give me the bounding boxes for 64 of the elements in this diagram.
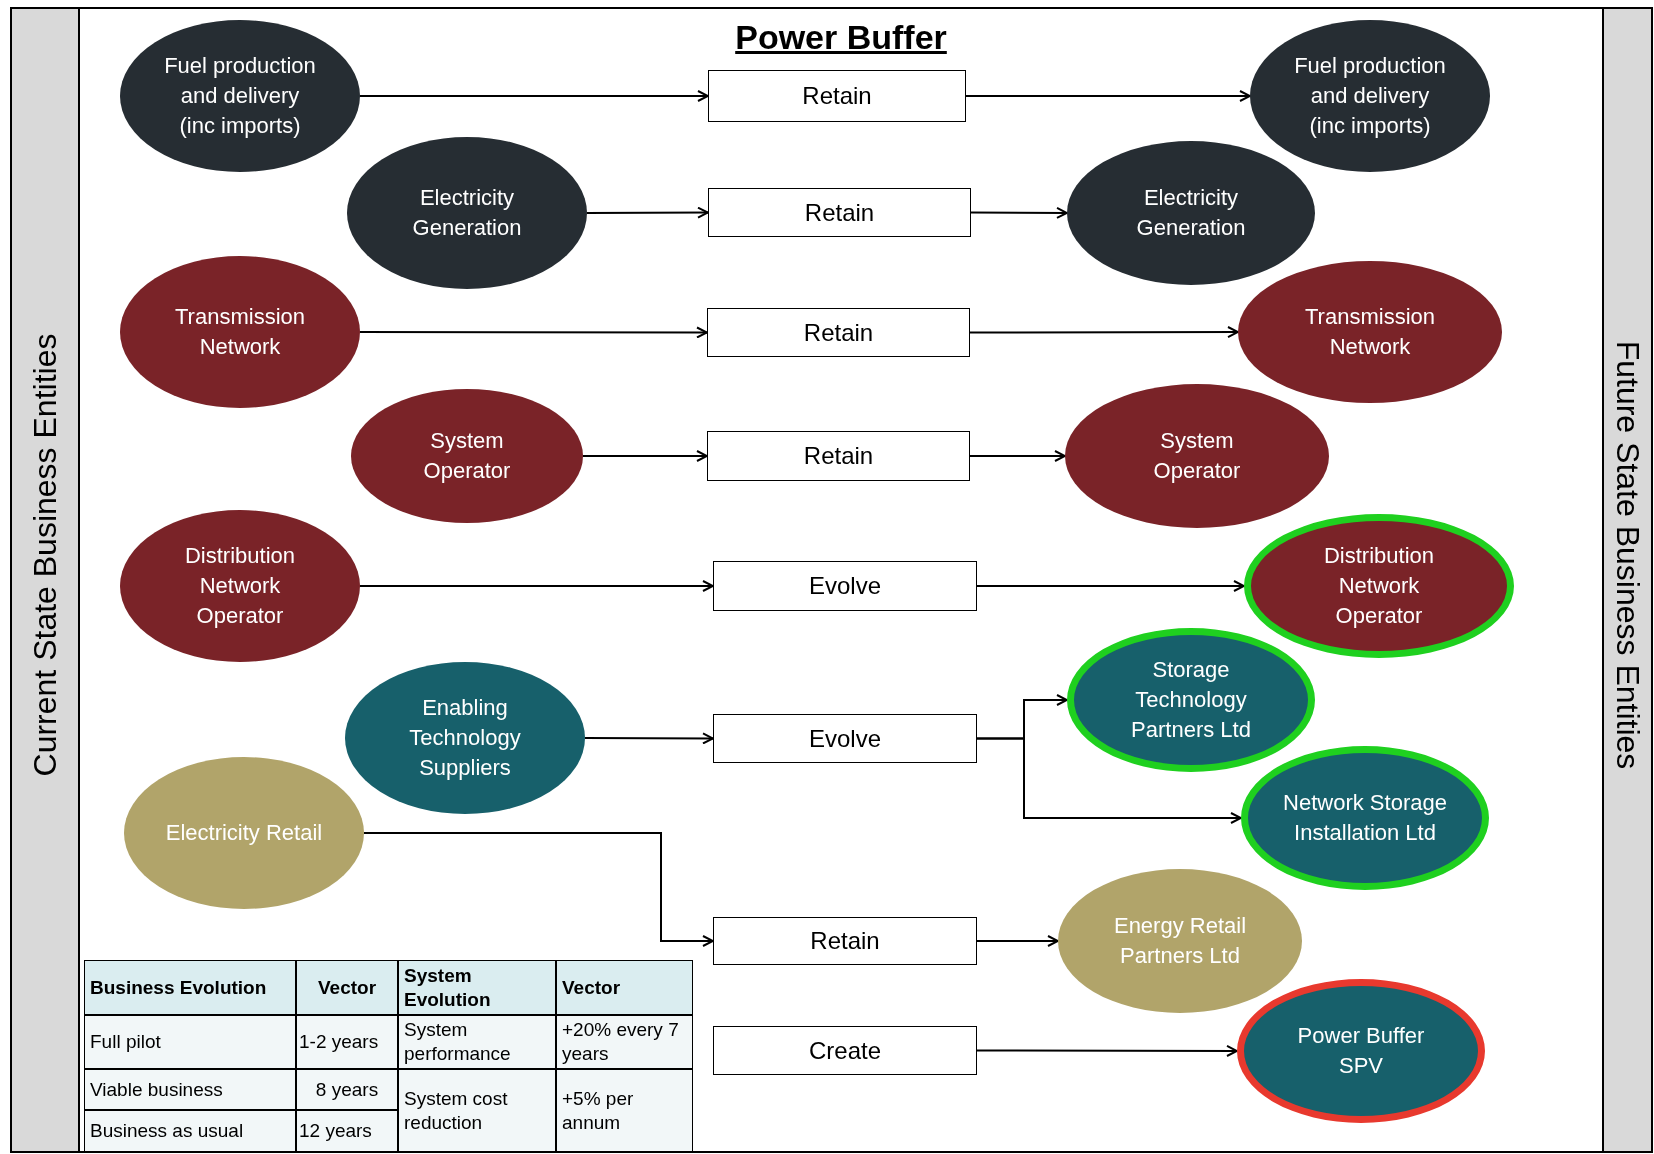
arrow xyxy=(969,450,1066,462)
side-panel-label: Current State Business Entities xyxy=(26,332,64,779)
table-header-cell: System Evolution xyxy=(398,960,556,1015)
action-box xyxy=(713,561,977,611)
node-label: Fuel production and delivery (inc imports) xyxy=(1293,52,1447,140)
arrow xyxy=(965,90,1251,102)
node-label: Transmission Network xyxy=(1304,303,1436,361)
node-label: Energy Retail Partners Ltd xyxy=(1112,912,1248,970)
action-box xyxy=(708,188,971,237)
node-label: System Operator xyxy=(1152,427,1242,485)
action-box xyxy=(707,308,970,357)
table-header-cell: Vector xyxy=(556,960,693,1015)
arrow xyxy=(976,580,1245,592)
table-header-cell: Vector xyxy=(296,960,398,1015)
node-label: Distribution Network Operator xyxy=(183,542,296,630)
arrow xyxy=(582,450,708,462)
node-label: Retain xyxy=(810,926,880,956)
side-panel-label: Future State Business Entities xyxy=(1609,339,1647,772)
arrow xyxy=(969,326,1239,338)
node-label: Distribution Network Operator xyxy=(1322,542,1435,630)
arrow xyxy=(586,206,709,219)
table-header-cell: Business Evolution xyxy=(84,960,296,1015)
node-label: Electricity Retail xyxy=(165,819,323,847)
table-cell: Viable business xyxy=(84,1069,296,1110)
arrow xyxy=(363,832,714,947)
arrow xyxy=(976,1045,1238,1057)
node-label: Retain xyxy=(804,197,875,228)
node-label: Network Storage Installation Ltd xyxy=(1282,789,1448,847)
table-cell: +20% every 7 years xyxy=(556,1015,693,1069)
action-box xyxy=(713,714,977,763)
node-label: Transmission Network xyxy=(174,303,306,361)
node-label: Retain xyxy=(802,81,872,111)
table-cell: 8 years xyxy=(296,1069,398,1110)
node-label: Retain xyxy=(803,317,874,348)
arrow xyxy=(359,580,714,592)
table-cell: Business as usual xyxy=(84,1110,296,1152)
table-cell: 12 years xyxy=(296,1110,398,1152)
table-cell: 1-2 years xyxy=(296,1015,398,1069)
arrow xyxy=(359,90,709,102)
diagram-title: Power Buffer xyxy=(734,18,948,57)
node-label: Fuel production and delivery (inc imports) xyxy=(163,52,317,140)
arrow xyxy=(976,935,1059,947)
node-label: Electricity Generation xyxy=(1135,184,1247,242)
arrow xyxy=(584,732,714,745)
node-label: Power Buffer SPV xyxy=(1296,1022,1426,1080)
action-box xyxy=(708,70,966,122)
node-label: Retain xyxy=(803,441,874,471)
arrow xyxy=(359,326,708,339)
action-box xyxy=(713,1026,977,1075)
table-cell: System cost reduction xyxy=(398,1069,556,1152)
action-box xyxy=(707,431,970,481)
table-cell: Full pilot xyxy=(84,1015,296,1069)
node-label: Evolve xyxy=(808,723,881,754)
node-label: Storage Technology Partners Ltd xyxy=(1130,656,1252,744)
arrow xyxy=(976,737,1242,824)
table-cell: System performance xyxy=(398,1015,556,1069)
node-label: System Operator xyxy=(422,427,512,485)
node-label: Enabling Technology Suppliers xyxy=(408,694,522,782)
node-label: Evolve xyxy=(808,571,881,601)
arrow xyxy=(970,206,1068,219)
node-label: Electricity Generation xyxy=(411,184,523,242)
action-box xyxy=(713,917,977,965)
node-label: Create xyxy=(808,1035,881,1066)
table-cell: +5% per annum xyxy=(556,1069,693,1152)
